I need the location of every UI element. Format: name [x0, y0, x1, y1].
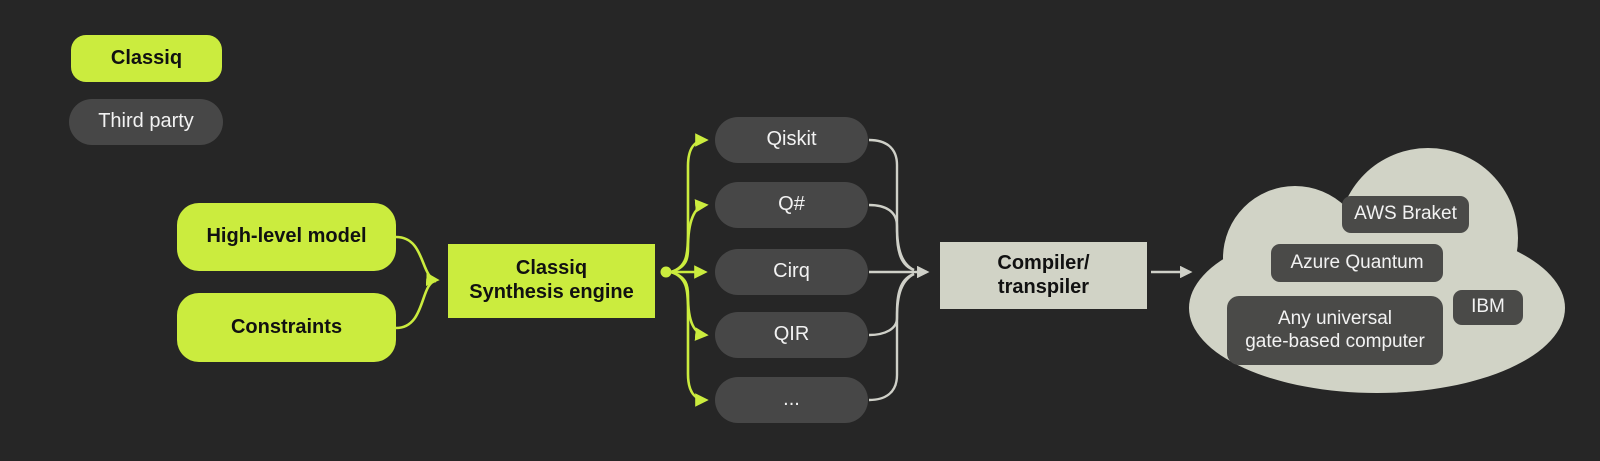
framework-pill-cirq: Cirq [715, 249, 868, 295]
provider-label: AWS Braket [1354, 203, 1457, 225]
constraints-box: Constraints [177, 293, 396, 362]
framework-pill-more: ... [715, 377, 868, 423]
synthesis-engine-box: Classiq Synthesis engine [448, 244, 655, 318]
framework-label: ... [783, 388, 800, 411]
provider-pill-azure-quantum: Azure Quantum [1271, 244, 1443, 282]
provider-pill-universal-computer: Any universal gate-based computer [1227, 296, 1443, 365]
provider-label: Azure Quantum [1290, 251, 1424, 273]
constraints-label: Constraints [230, 315, 343, 338]
engine-output-dot [660, 266, 672, 278]
provider-pill-ibm: IBM [1453, 290, 1523, 325]
high-level-model-label: High-level model [206, 225, 367, 248]
legend-third-party-label: Third party [98, 110, 194, 133]
provider-label: IBM [1471, 296, 1505, 318]
synthesis-engine-label: Classiq Synthesis engine [469, 257, 634, 303]
compiler-transpiler-label: Compiler/ transpiler [997, 251, 1090, 298]
provider-label: Any universal gate-based computer [1245, 308, 1425, 352]
edge-engine-more [670, 270, 709, 407]
framework-pill-qsharp: Q# [715, 182, 868, 228]
framework-pill-qir: QIR [715, 312, 868, 358]
framework-label: Cirq [773, 260, 810, 283]
legend-third-party: Third party [69, 99, 223, 145]
framework-label: QIR [773, 323, 810, 346]
framework-pill-qiskit: Qiskit [715, 117, 868, 163]
compiler-transpiler-box: Compiler/ transpiler [940, 242, 1147, 309]
edge-engine-qsharp [670, 199, 709, 274]
provider-pill-aws-braket: AWS Braket [1342, 196, 1469, 233]
edge-qir-compiler [868, 272, 915, 337]
legend-classiq-label: Classiq [110, 46, 183, 69]
framework-label: Q# [778, 193, 805, 216]
high-level-model-box: High-level model [177, 203, 396, 271]
framework-converge-connectors [868, 138, 930, 402]
input-connectors [395, 235, 440, 330]
edge-constraints-engine [395, 279, 437, 330]
framework-label: Qiskit [766, 128, 817, 151]
edge-more-compiler [868, 272, 915, 402]
edge-qsharp-compiler [868, 203, 915, 272]
edge-highlevel-engine [395, 235, 440, 287]
engine-fanout-connectors [670, 133, 709, 407]
legend-classiq: Classiq [71, 35, 222, 82]
